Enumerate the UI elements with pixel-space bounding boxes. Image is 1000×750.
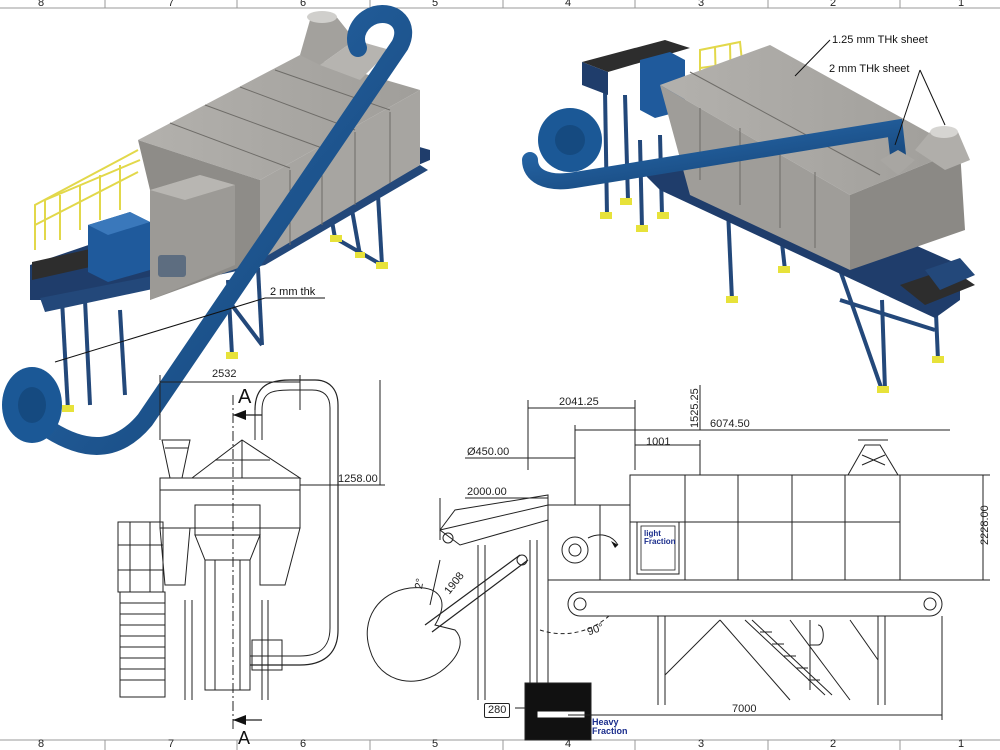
feet-left: [62, 235, 388, 412]
zone-label-bottom-6: 6: [300, 738, 307, 750]
motor-left: [158, 255, 186, 277]
side-elevation: [366, 385, 990, 741]
callout-2mm-sheet: 2 mm THk sheet: [829, 63, 910, 75]
rotor-wheel: [561, 536, 589, 564]
feet-right: [600, 198, 944, 393]
iso-view-right: [522, 39, 975, 393]
casing-front-right: [660, 85, 850, 270]
exhaust-hood-left: [300, 15, 355, 65]
dim-2-degrees: 2°: [413, 577, 427, 590]
dim-6074: 6074.50: [710, 418, 750, 430]
zone-label-bottom-8: 8: [38, 738, 45, 750]
iso-view-left: [2, 5, 430, 455]
zone-label-top-7: 7: [168, 0, 175, 9]
callout-125mm-sheet: 1.25 mm THk sheet: [832, 34, 928, 46]
dim-1258: 1258.00: [338, 473, 378, 485]
zone-label-top-5: 5: [432, 0, 439, 9]
heavy-fraction-label: Heavy Fraction: [592, 717, 628, 737]
zone-label-bottom-4: 4: [565, 738, 572, 750]
fan-outline: [366, 587, 461, 682]
zone-label-bottom-1: 1: [958, 738, 965, 750]
dim-7000: 7000: [732, 703, 757, 715]
casing-side-right: [850, 150, 965, 270]
duct-left: [41, 5, 413, 455]
heavy-fraction-word-2: Fraction: [592, 726, 628, 737]
dim-2532: 2532: [212, 368, 237, 380]
exhaust-cap-right: [930, 126, 958, 138]
dim-1525: 1525.25: [689, 388, 701, 428]
safety-railing-left: [34, 149, 141, 250]
light-fraction-word-2: Fraction: [644, 537, 676, 547]
zone-label-bottom-5: 5: [432, 738, 439, 750]
dim-2228: 2228.00: [979, 505, 991, 545]
light-fraction-word-1: light: [644, 529, 661, 538]
zone-label-bottom-2: 2: [830, 738, 837, 750]
heavy-fraction-word-1: Heavy: [592, 717, 619, 727]
duct-right: [522, 118, 906, 190]
casing-side-left: [260, 90, 420, 260]
dim-1001: 1001: [646, 436, 671, 448]
zone-label-top-8: 8: [38, 0, 45, 9]
zone-label-top-2: 2: [830, 0, 837, 9]
zone-label-bottom-3: 3: [698, 738, 705, 750]
dim-2041: 2041.25: [559, 396, 599, 408]
section-marker-top: A: [238, 386, 252, 408]
support-legs-right: [603, 89, 940, 391]
light-fraction-window: [636, 521, 680, 575]
dim-280: 280: [484, 703, 511, 718]
casing-top-left: [138, 55, 420, 180]
zone-label-top-1: 1: [958, 0, 965, 9]
zone-label-bottom-7: 7: [168, 738, 175, 750]
section-view-aa: [117, 375, 385, 730]
dim-diameter-450: Ø450.00: [467, 446, 510, 458]
zone-label-top-4: 4: [565, 0, 572, 9]
zone-label-top-6: 6: [300, 0, 307, 9]
section-marker-bottom: A: [238, 728, 251, 748]
zone-label-top-3: 3: [698, 0, 705, 9]
callout-2mm-thk: 2 mm thk: [270, 286, 316, 298]
dim-2000: 2000.00: [467, 486, 507, 498]
light-fraction-label: light Fraction: [644, 529, 676, 547]
conveyor-side-left: [40, 165, 428, 312]
